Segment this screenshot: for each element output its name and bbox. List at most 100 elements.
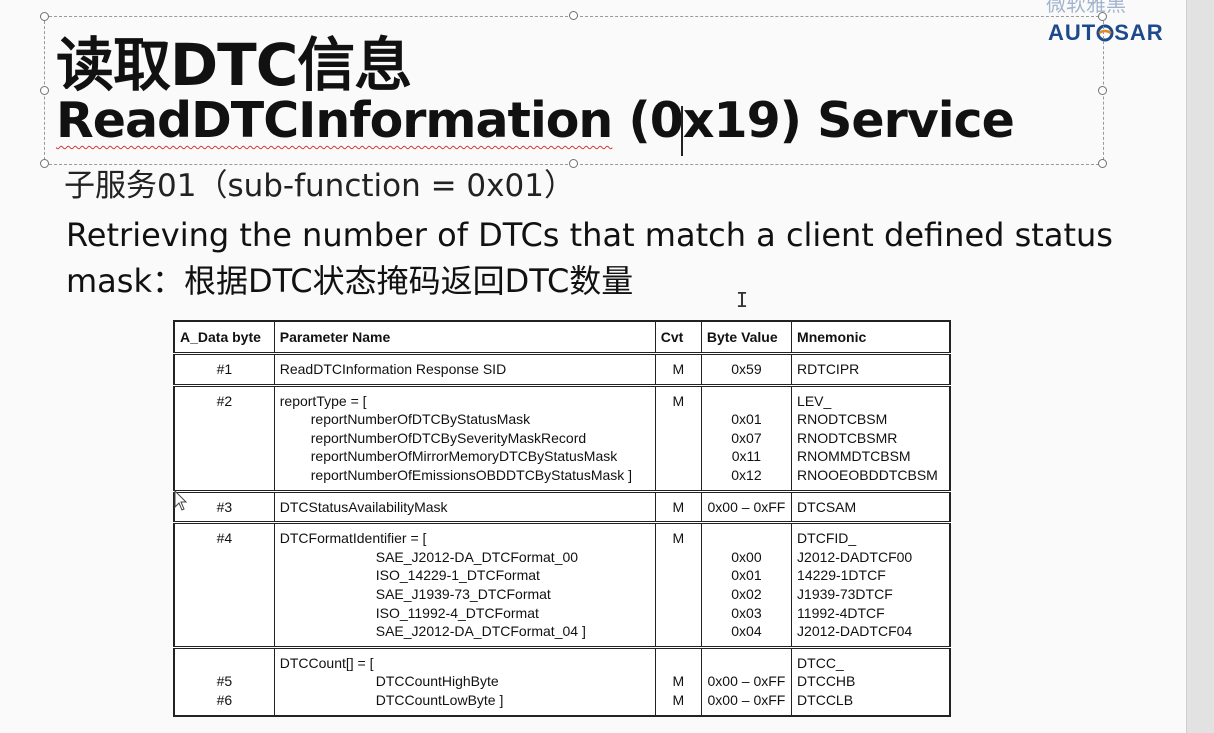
param-line: DTCFormatIdentifier = [ xyxy=(279,530,427,547)
table-row: #1 ReadDTCInformation Response SID M 0x5… xyxy=(173,353,951,386)
header-mnemonic: Mnemonic xyxy=(791,320,951,355)
cell-byte: #4 xyxy=(173,522,275,648)
header-parameter-name: Parameter Name xyxy=(273,320,656,355)
value-line: 0x00 – 0xFF xyxy=(707,691,786,708)
table-row: #2 reportType = [ reportNumberOfDTCBySta… xyxy=(173,384,951,492)
value-line xyxy=(704,654,789,673)
value-line: 0x00 – 0xFF xyxy=(707,673,786,690)
byte-line: #5 xyxy=(216,673,233,690)
cvt-line: M xyxy=(672,673,685,690)
table-header-row: A_Data byte Parameter Name Cvt Byte Valu… xyxy=(173,320,951,355)
value-line: 0x03 xyxy=(731,604,762,621)
value-line xyxy=(707,392,786,411)
cell-cvt: M xyxy=(654,522,702,648)
resize-handle-bm[interactable] xyxy=(569,159,578,168)
resize-handle-bl[interactable] xyxy=(40,159,49,168)
mnemonic-line: DTCCHB xyxy=(797,673,856,690)
mnemonic-line: J2012-DADTCF00 xyxy=(797,548,913,565)
cell-cvt: M M xyxy=(654,646,702,717)
cell-cvt: M xyxy=(654,490,702,524)
cell-mnemonic: LEV_ RNODTCBSM RNODTCBSMR RNOMMDTCBSM RN… xyxy=(791,384,951,492)
mnemonic-line: DTCFID_ xyxy=(797,530,857,547)
mnemonic-line: RNODTCBSM xyxy=(797,411,888,428)
mnemonic-line: J2012-DADTCF04 xyxy=(797,623,913,640)
param-line: DTCCount[] = [ xyxy=(279,654,374,671)
arrow-pointer-icon xyxy=(174,490,188,511)
cell-parameter: reportType = [ reportNumberOfDTCByStatus… xyxy=(273,384,656,492)
value-line: 0x01 xyxy=(731,411,762,428)
mnemonic-line: 11992-4DTCF xyxy=(797,604,885,621)
cell-value: 0x01 0x07 0x11 0x12 xyxy=(700,384,793,492)
param-line: DTCCountHighByte xyxy=(375,673,499,690)
cvt-line xyxy=(661,654,696,673)
param-line: ISO_11992-4_DTCFormat xyxy=(375,604,539,621)
mnemonic-line: RNOMMDTCBSM xyxy=(797,448,911,465)
cell-mnemonic: DTCFID_ J2012-DADTCF00 14229-1DTCF J1939… xyxy=(791,522,951,648)
mnemonic-line: LEV_ xyxy=(797,392,832,409)
param-line: SAE_J2012-DA_DTCFormat_04 ] xyxy=(375,623,586,640)
mnemonic-line: RNOOEOBDDTCBSM xyxy=(797,466,938,483)
value-line: 0x12 xyxy=(731,466,762,483)
value-line: 0x07 xyxy=(731,429,762,446)
param-line: reportNumberOfDTCBySeverityMaskRecord xyxy=(310,429,587,446)
resize-handle-tr[interactable] xyxy=(1098,12,1107,21)
param-line: reportNumberOfMirrorMemoryDTCByStatusMas… xyxy=(310,448,618,465)
cvt-line: M xyxy=(672,691,685,708)
autosar-o-icon xyxy=(1096,24,1114,42)
cell-value: 0x00 – 0xFF 0x00 – 0xFF xyxy=(700,646,793,717)
resize-handle-mr[interactable] xyxy=(1098,86,1107,95)
param-line: reportType = [ xyxy=(279,392,367,409)
text-caret xyxy=(681,106,683,156)
param-line: reportNumberOfEmissionsOBDDTCByStatusMas… xyxy=(310,466,633,483)
title-english[interactable]: ReadDTCInformation (0x19) Service xyxy=(56,92,1015,149)
mnemonic-line: DTCC_ xyxy=(797,654,844,671)
param-line: SAE_J1939-73_DTCFormat xyxy=(375,585,551,602)
header-cvt: Cvt xyxy=(654,320,702,355)
resize-handle-br[interactable] xyxy=(1098,159,1107,168)
mnemonic-line: RNODTCBSMR xyxy=(797,429,898,446)
cell-value: 0x59 xyxy=(700,353,793,386)
header-byte-value: Byte Value xyxy=(700,320,793,355)
description-text[interactable]: Retrieving the number of DTCs that match… xyxy=(66,216,1113,300)
header-a-data-byte: A_Data byte xyxy=(173,320,275,355)
cell-byte: #3 xyxy=(173,490,275,524)
spellcheck-word: ReadDTCInformation xyxy=(56,92,613,149)
param-line: DTCCountLowByte ] xyxy=(375,691,504,708)
cell-mnemonic: DTCC_ DTCCHB DTCCLB xyxy=(791,646,951,717)
subtitle-subfunction[interactable]: 子服务01（sub-function = 0x01） xyxy=(64,168,575,204)
mnemonic-line: DTCCLB xyxy=(797,691,854,708)
cell-byte: #5 #6 xyxy=(173,646,275,717)
cell-byte: #2 xyxy=(173,384,275,492)
value-line: 0x04 xyxy=(731,623,762,640)
cell-parameter: DTCCount[] = [ DTCCountHighByte DTCCount… xyxy=(273,646,656,717)
cell-value: 0x00 0x01 0x02 0x03 0x04 xyxy=(700,522,793,648)
title-chinese[interactable]: 读取DTC信息 xyxy=(56,31,412,99)
window-edge-strip xyxy=(1186,0,1214,733)
resize-handle-tl[interactable] xyxy=(40,12,49,21)
byte-line: #6 xyxy=(216,691,233,708)
value-line xyxy=(707,529,786,548)
cell-mnemonic: RDTCIPR xyxy=(791,353,951,386)
resize-handle-tm[interactable] xyxy=(569,11,578,20)
param-line: ISO_14229-1_DTCFormat xyxy=(375,567,540,584)
cell-parameter: DTCStatusAvailabilityMask xyxy=(273,490,656,524)
mnemonic-line: J1939-73DTCF xyxy=(797,585,893,602)
value-line: 0x11 xyxy=(731,448,762,465)
byte-line xyxy=(180,654,269,673)
value-line: 0x00 xyxy=(731,548,762,565)
cell-mnemonic: DTCSAM xyxy=(791,490,951,524)
resize-handle-ml[interactable] xyxy=(40,86,49,95)
cell-cvt: M xyxy=(654,384,702,492)
param-line: reportNumberOfDTCByStatusMask xyxy=(310,411,531,428)
value-line: 0x01 xyxy=(731,567,762,584)
table-row: #3 DTCStatusAvailabilityMask M 0x00 – 0x… xyxy=(173,490,951,524)
mnemonic-line: 14229-1DTCF xyxy=(797,567,886,584)
table-row: #5 #6 DTCCount[] = [ DTCCountHighByte DT… xyxy=(173,646,951,717)
cell-value: 0x00 – 0xFF xyxy=(700,490,793,524)
i-beam-cursor-icon: I xyxy=(736,288,749,312)
dtc-response-table: A_Data byte Parameter Name Cvt Byte Valu… xyxy=(173,320,951,717)
cell-cvt: M xyxy=(654,353,702,386)
cell-byte: #1 xyxy=(173,353,275,386)
